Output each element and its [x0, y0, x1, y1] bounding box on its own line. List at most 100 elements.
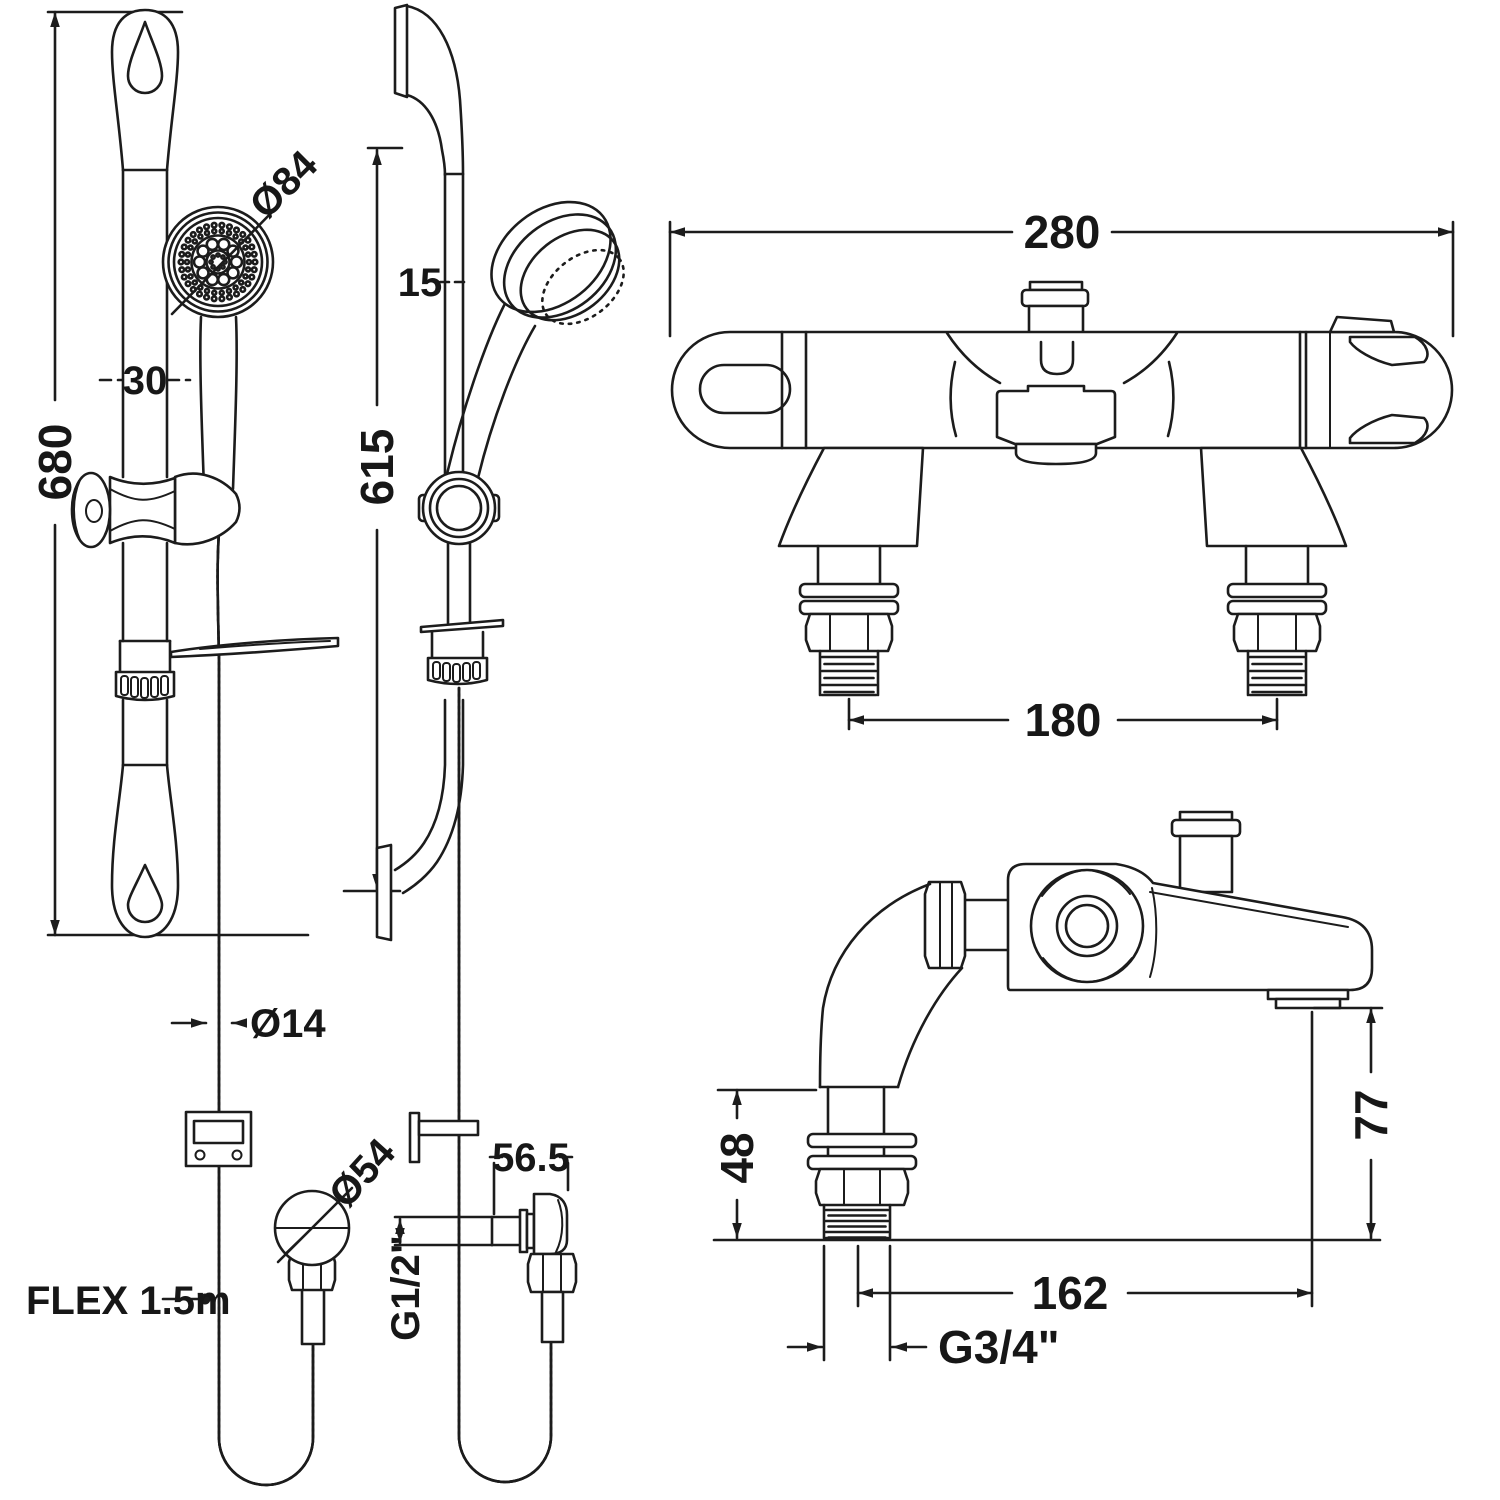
- spray-nozzle-dot: [187, 244, 194, 251]
- soap-dish-side: [419, 618, 505, 686]
- arrowhead: [50, 920, 60, 935]
- spray-nozzle-dot: [242, 244, 249, 251]
- spray-nozzle-dot: [226, 266, 240, 280]
- arrowhead: [1366, 1223, 1376, 1238]
- spray-nozzle-dot: [232, 233, 239, 240]
- dim-280: 280: [668, 206, 1455, 338]
- spray-nozzle-dot: [218, 221, 226, 229]
- spray-nozzle-dot: [210, 264, 216, 270]
- spray-nozzle-dot: [210, 254, 216, 260]
- dim-615: 615: [342, 146, 404, 893]
- mixer-body-side: [1006, 862, 1374, 1010]
- mixer-tails-front: [777, 446, 1348, 697]
- arrowhead: [807, 1342, 822, 1352]
- arrowhead: [732, 1223, 742, 1238]
- diverter-knob-side: [1170, 810, 1242, 894]
- spray-nozzle-dot: [191, 279, 199, 286]
- shower-head-front: Ø84: [161, 142, 327, 319]
- spray-nozzle-dot: [220, 264, 226, 270]
- spray-nozzle-dot: [184, 280, 192, 288]
- spray-nozzle-dot: [202, 223, 211, 231]
- holder-ring-side: [417, 470, 501, 546]
- spray-nozzle-dot: [210, 227, 218, 235]
- rail-side-view: 615 15: [342, 3, 625, 1484]
- spray-nozzle-dot: [225, 223, 234, 231]
- label-flex-text: FLEX 1.5m: [26, 1279, 231, 1323]
- spray-nozzle-dot: [197, 233, 204, 240]
- dim-162: 162: [856, 1010, 1314, 1319]
- arrowhead: [1262, 715, 1277, 725]
- spray-nozzle-dot: [184, 236, 192, 244]
- spray-nozzle-dot: [244, 280, 252, 288]
- spray-nozzle-dot: [225, 293, 234, 301]
- spray-nozzle-dot: [239, 285, 247, 294]
- hose-wall-bracket-front: [184, 1110, 253, 1168]
- hose-core: [457, 686, 553, 1484]
- arrowhead: [395, 1219, 405, 1234]
- spray-nozzle-dot: [203, 287, 211, 295]
- mixer-tail-side: [806, 1085, 918, 1240]
- spray-nozzle-dot: [226, 244, 240, 258]
- dim-162-label: 162: [1032, 1267, 1109, 1319]
- spray-nozzle-dot: [232, 226, 241, 234]
- spray-nozzle-dot: [242, 273, 249, 280]
- arrowhead: [1366, 1008, 1376, 1023]
- spray-nozzle-dot: [245, 258, 253, 266]
- arrowhead: [849, 715, 864, 725]
- spray-nozzle-dot: [244, 251, 252, 258]
- spray-nozzle-dot: [187, 273, 194, 280]
- spray-nozzle-dot: [248, 243, 256, 251]
- dim-56-5-label: 56.5: [492, 1136, 570, 1180]
- spray-nozzle-dot: [202, 293, 211, 301]
- spray-nozzle-dot: [178, 250, 186, 258]
- arrowhead: [191, 1018, 206, 1028]
- arrowhead: [858, 1288, 873, 1298]
- spray-nozzle-dot: [232, 284, 239, 291]
- dim-680: 680: [29, 10, 310, 937]
- hose-ribs: [216, 518, 315, 1487]
- spray-nozzle-dot: [184, 251, 192, 258]
- spray-nozzle-dot: [218, 227, 226, 235]
- mixer-side-view: 48 77 162 G3/4": [711, 810, 1397, 1373]
- shower-elbow-side: [818, 880, 1010, 1089]
- spray-nozzle-dot: [220, 254, 226, 260]
- shower-hose-side: [457, 686, 553, 1484]
- spray-nozzle-dot: [184, 266, 192, 273]
- spray-nozzle-dot: [216, 237, 231, 252]
- spray-nozzle-dot: [195, 226, 204, 234]
- mixer-front-view: 280: [668, 206, 1455, 746]
- spray-nozzle-dot: [248, 273, 256, 281]
- spray-nozzle-dot: [183, 258, 191, 266]
- spray-nozzle-dot: [232, 290, 241, 298]
- dim-15-label: 15: [398, 261, 443, 305]
- handset-side: [442, 200, 625, 499]
- rail-side-bar: [375, 3, 472, 942]
- dim-48: 48: [711, 1088, 818, 1240]
- dim-180-label: 180: [1025, 694, 1102, 746]
- dim-280-label: 280: [1024, 206, 1101, 258]
- spray-nozzle-dot: [178, 266, 186, 274]
- arrowhead: [732, 1090, 742, 1105]
- spray-nozzle-dot: [218, 289, 226, 297]
- dim-g34-label: G3/4": [938, 1321, 1060, 1373]
- spray-nozzle-dot: [239, 230, 247, 239]
- dim-77: 77: [1312, 1006, 1397, 1240]
- spray-nozzle-dot: [210, 289, 218, 297]
- dim-30: 30: [98, 359, 192, 403]
- dim-g34: G3/4": [786, 1244, 1060, 1373]
- arrowhead: [232, 1018, 247, 1028]
- slide-rail-bar: [110, 8, 180, 939]
- dim-180: 180: [847, 694, 1279, 746]
- slider-assembly-front: [70, 471, 241, 549]
- dim-30-label: 30: [123, 359, 168, 403]
- spray-nozzle-dot: [180, 273, 188, 281]
- spray-nozzle-dot: [237, 279, 245, 286]
- dim-48-label: 48: [711, 1132, 763, 1183]
- dim-o14: Ø14: [170, 1002, 326, 1046]
- spray-nozzle-dot: [244, 266, 252, 273]
- soap-dish-front: [114, 636, 340, 702]
- spray-nozzle-dot: [191, 238, 199, 245]
- rail-front-view: 680 30: [26, 8, 404, 1487]
- spray-nozzle-dot: [177, 258, 185, 266]
